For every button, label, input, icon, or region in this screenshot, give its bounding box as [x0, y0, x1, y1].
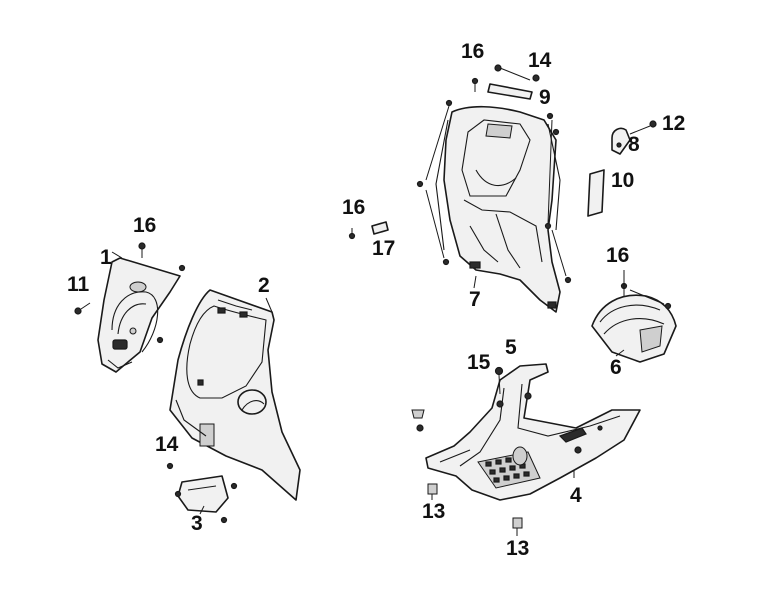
screw-icon [445, 99, 453, 107]
callout-1: 1 [100, 246, 112, 269]
screw-icon [544, 222, 552, 230]
callout-4: 4 [570, 484, 582, 507]
lower-bracket [166, 462, 238, 524]
screw-icon [442, 258, 450, 266]
clip-nut-icon [427, 483, 438, 495]
inner-leg-shield [435, 105, 561, 313]
callout-5: 5 [505, 336, 517, 359]
screw-icon [74, 302, 91, 315]
callout-13-left: 13 [422, 500, 445, 523]
callout-3: 3 [191, 512, 203, 535]
screw-icon [178, 264, 186, 272]
callout-13-bottom: 13 [506, 537, 529, 560]
rear-cover [591, 270, 677, 363]
headlight-housing [97, 257, 181, 373]
clip-nut-icon [411, 409, 425, 419]
clip [348, 221, 389, 240]
floor-panel [425, 363, 641, 501]
callout-16-mid: 16 [342, 196, 365, 219]
screw-icon [138, 242, 146, 258]
callout-8: 8 [628, 133, 640, 156]
callout-16-top: 16 [461, 40, 484, 63]
callout-17: 17 [372, 237, 395, 260]
trim-strip [471, 64, 540, 100]
screw-icon [552, 128, 560, 136]
callout-7: 7 [469, 288, 481, 311]
screw-icon [416, 424, 424, 432]
callout-12: 12 [662, 112, 685, 135]
callout-14-top: 14 [528, 49, 552, 72]
screw-icon [649, 120, 657, 128]
callout-11: 11 [67, 273, 90, 296]
reflector [587, 169, 605, 217]
clip-nut-icon [512, 517, 523, 529]
screw-icon [564, 276, 572, 284]
callout-2: 2 [258, 274, 270, 297]
callout-10: 10 [611, 169, 634, 192]
callout-9: 9 [539, 86, 551, 109]
front-shield [169, 289, 301, 501]
callout-16-left: 16 [133, 214, 156, 237]
callout-16-right: 16 [606, 244, 629, 267]
callout-14-left: 14 [155, 433, 179, 456]
screw-icon [156, 336, 164, 344]
callout-15: 15 [467, 351, 491, 374]
hook-bracket [611, 127, 631, 155]
callout-6: 6 [610, 356, 622, 379]
screw-icon [416, 180, 424, 188]
screw-icon [546, 112, 554, 120]
screw-icon [494, 366, 504, 376]
